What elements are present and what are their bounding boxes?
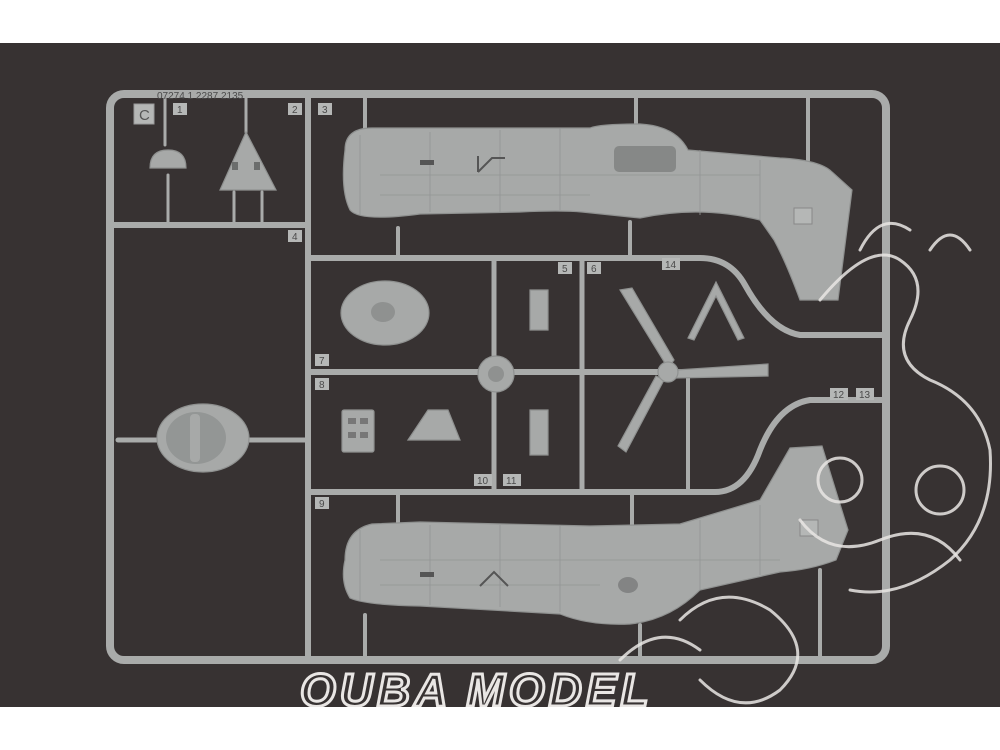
part-number-1: 1 bbox=[177, 105, 183, 116]
part-number-9: 9 bbox=[319, 499, 325, 510]
part-number-4: 4 bbox=[292, 232, 298, 243]
watermark-text: OUBA MODEL bbox=[300, 664, 653, 707]
fuselage-half-top bbox=[342, 123, 853, 301]
wheel-disc-part bbox=[340, 280, 430, 346]
propeller-part bbox=[617, 287, 769, 453]
fuselage-half-bottom bbox=[342, 445, 849, 625]
part-number-6: 6 bbox=[591, 264, 597, 275]
part-number-3: 3 bbox=[322, 105, 328, 116]
part-number-8: 8 bbox=[319, 380, 325, 391]
part-number-7: 7 bbox=[319, 356, 325, 367]
part-number-2: 2 bbox=[292, 105, 298, 116]
tripod-bracket-part bbox=[687, 280, 745, 341]
part-number-tabs: 1 2 3 4 5 6 7 8 9 10 11 12 13 14 bbox=[173, 103, 874, 510]
part-number-10: 10 bbox=[477, 476, 489, 487]
sprue-frame-letter: C bbox=[139, 107, 150, 124]
part-number-14: 14 bbox=[665, 260, 677, 271]
cockpit-detail-parts bbox=[341, 289, 549, 456]
part-number-5: 5 bbox=[562, 264, 568, 275]
watermark-dragon bbox=[618, 221, 992, 705]
sprue-photo: 07274 1 2287 2135 C 1 2 3 4 5 6 7 8 9 10… bbox=[0, 43, 1000, 707]
small-bracket-part bbox=[149, 130, 277, 191]
engine-cowling-part bbox=[156, 403, 250, 473]
part-number-13: 13 bbox=[859, 390, 871, 401]
part-number-11: 11 bbox=[506, 476, 517, 487]
part-number-12: 12 bbox=[833, 390, 845, 401]
sprue-frame-code: 07274 1 2287 2135 bbox=[157, 91, 244, 102]
